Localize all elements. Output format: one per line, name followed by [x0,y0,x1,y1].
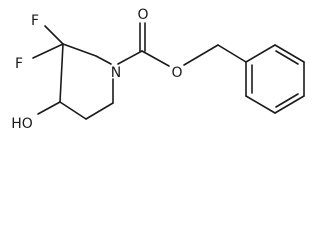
atom-nitrogen: N [111,65,121,81]
ring-bond-5 [245,95,276,114]
atom-hydroxyl: HO [11,116,33,132]
bond-c2-n1 [95,55,112,65]
benzene-ring [245,44,305,114]
bond-c3-c2 [62,43,97,57]
atom-ester-oxygen: O [171,65,182,81]
atom-fluorine-top: F [31,13,39,29]
bond-c6-c5 [85,102,114,120]
structure-diagram: F F N O O HO [11,7,305,132]
bond-c4-c3 [59,43,64,103]
bond-ch2-phenyl [217,44,247,63]
ring-double-1 [275,50,299,65]
bond-c3-f-top [44,25,64,45]
bond-carbonyl-ester-o [141,50,170,67]
ring-double-2 [275,93,299,108]
piperidine-ring [59,43,114,120]
atom-carbonyl-oxygen: O [137,7,148,23]
bond-c5-c4 [59,101,87,120]
bond-c4-oh [37,101,61,115]
ring-bond-2 [274,44,305,63]
bond-c3-f-left [32,43,64,59]
bond-n1-carbonyl [117,50,143,65]
atom-fluorine-left: F [15,56,23,72]
ring-bond-1 [245,44,276,63]
bond-ester-o-ch2 [183,44,219,66]
ring-bond-4 [274,95,305,114]
